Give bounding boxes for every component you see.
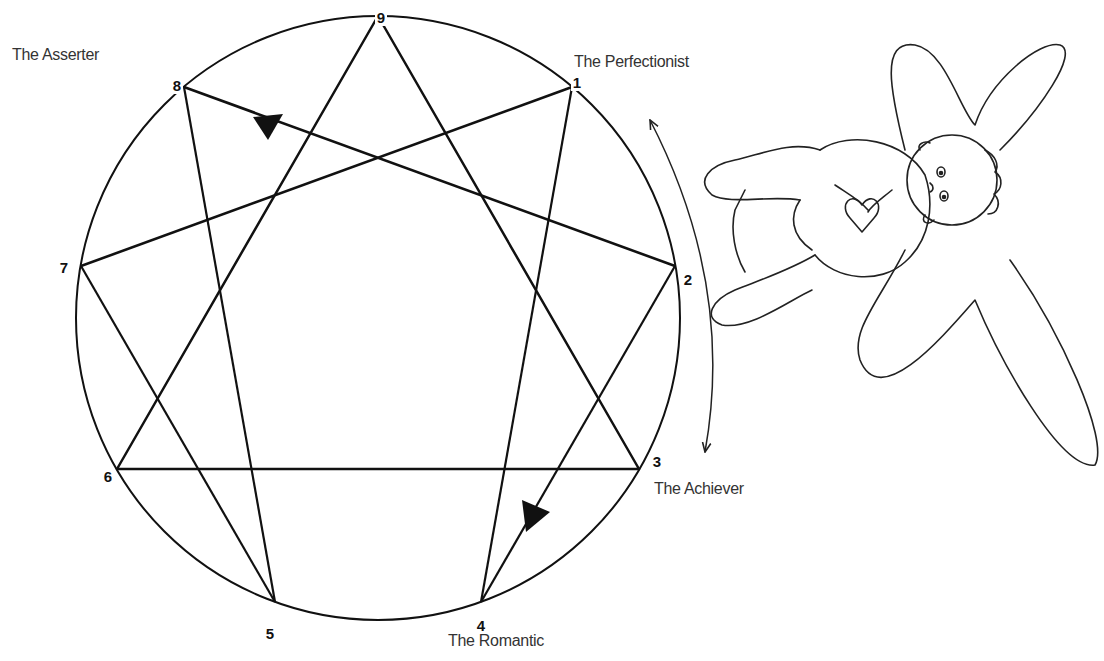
callout-number: 1 (571, 75, 583, 92)
type-name: The Romantic (446, 632, 546, 650)
callout-number: 5 (264, 626, 276, 643)
callout-number: 2 (682, 272, 694, 289)
type-name: The Perfectionist (572, 53, 691, 71)
callout-number: 9 (375, 10, 387, 27)
type-name: The Asserter (10, 46, 101, 64)
arrowhead (253, 114, 283, 140)
enneagram-figure (76, 16, 680, 620)
type-name: The Achiever (652, 480, 746, 498)
curved-arrow (650, 120, 713, 452)
callout-number: 8 (171, 78, 183, 95)
arrowhead (522, 500, 550, 532)
callout-number: 7 (58, 260, 70, 277)
callout-number: 3 (651, 454, 663, 471)
callout-number: 6 (102, 469, 114, 486)
winged-figure (705, 45, 1098, 466)
